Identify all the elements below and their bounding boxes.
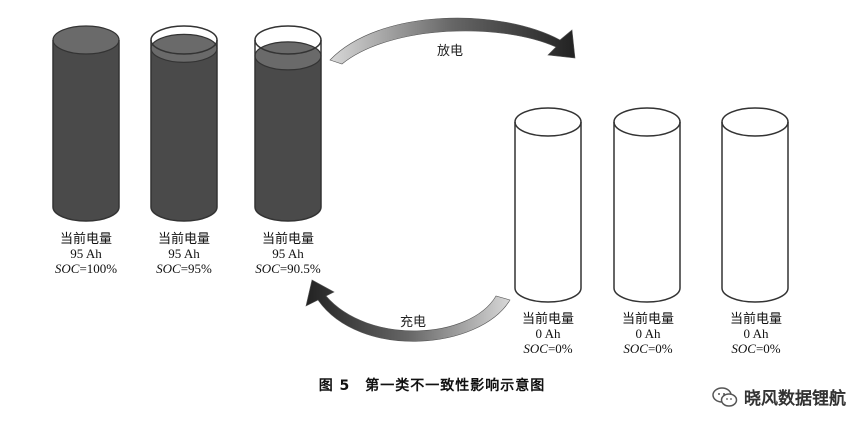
cell-1-line1: 当前电量 [59, 231, 112, 246]
cell-4-line1: 当前电量 [521, 311, 574, 326]
cell-4-soc: SOC=0% [523, 341, 573, 356]
cell-5-capacity: 0 Ah [635, 326, 661, 341]
cell-label-1: 当前电量 95 Ah SOC=100% [26, 231, 146, 276]
cell-5-line1: 当前电量 [621, 311, 674, 326]
cell-3-soc: SOC=90.5% [255, 261, 321, 276]
watermark: 晓风数据锂航 [712, 384, 846, 409]
cell-top-rim [150, 25, 218, 55]
cell-5-soc: SOC=0% [623, 341, 673, 356]
battery-cell-5 [613, 107, 681, 303]
charge-label: 充电 [400, 315, 427, 330]
discharge-arrow [329, 17, 576, 65]
cell-label-5: 当前电量 0 Ah SOC=0% [588, 311, 708, 356]
cell-outline [52, 40, 120, 222]
battery-cell-6 [721, 107, 789, 303]
cell-1-capacity: 95 Ah [70, 246, 102, 261]
cell-outline [150, 40, 218, 222]
cell-2-capacity: 95 Ah [168, 246, 200, 261]
wechat-icon [712, 386, 738, 407]
cell-6-capacity: 0 Ah [743, 326, 769, 341]
discharge-label: 放电 [437, 44, 464, 59]
charge-arrow [305, 279, 511, 342]
cell-2-line1: 当前电量 [157, 231, 210, 246]
cell-label-2: 当前电量 95 Ah SOC=95% [124, 231, 244, 276]
cell-outline [254, 40, 322, 222]
fill-surface [254, 41, 322, 71]
cell-outline [514, 122, 582, 303]
battery-cell-2 [150, 25, 218, 222]
cell-3-capacity: 95 Ah [272, 246, 304, 261]
electrolyte-fill [255, 55, 321, 221]
cell-top-rim [613, 107, 681, 137]
cell-top-rim [514, 107, 582, 137]
cell-3-line1: 当前电量 [261, 231, 314, 246]
cell-2-soc: SOC=95% [156, 261, 212, 276]
cell-6-line1: 当前电量 [729, 311, 782, 326]
fill-surface [52, 25, 120, 55]
electrolyte-fill [53, 40, 119, 221]
figure-caption: 图 5 第一类不一致性影响示意图 [318, 378, 546, 394]
electrolyte-fill [151, 48, 217, 221]
battery-cell-3 [254, 25, 322, 222]
cell-top-rim [254, 25, 322, 55]
watermark-text: 晓风数据锂航 [744, 389, 846, 409]
battery-cell-1 [52, 25, 120, 222]
cell-1-soc: SOC=100% [54, 261, 118, 276]
fill-surface [150, 33, 218, 63]
cell-outline [613, 122, 681, 303]
cell-top-rim [721, 107, 789, 137]
cell-label-3: 当前电量 95 Ah SOC=90.5% [228, 231, 348, 276]
cell-6-soc: SOC=0% [731, 341, 781, 356]
cell-label-6: 当前电量 0 Ah SOC=0% [696, 311, 816, 356]
battery-cell-4 [514, 107, 582, 303]
cell-label-4: 当前电量 0 Ah SOC=0% [488, 311, 608, 356]
cell-4-capacity: 0 Ah [535, 326, 561, 341]
cell-outline [721, 122, 789, 303]
